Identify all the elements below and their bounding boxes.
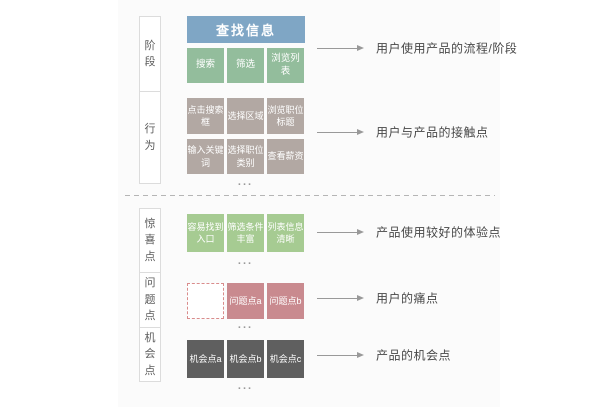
content-background	[118, 0, 500, 407]
arrow-line	[317, 47, 357, 49]
ellipsis-indicator: ...	[237, 176, 254, 188]
dashed-separator	[125, 195, 495, 197]
opportunity-box: 机会点c	[267, 340, 304, 378]
ellipsis-indicator: ...	[237, 319, 254, 331]
behavior-box: 点击搜索框	[187, 98, 224, 134]
surprise-box: 容易找到入口	[187, 214, 224, 252]
behavior-row-2: 输入关键词 选择职位类别 查看薪资	[187, 139, 304, 174]
arrow-head-icon	[357, 352, 364, 358]
stage-box: 浏览列表	[267, 48, 304, 83]
arrow-line	[317, 297, 357, 299]
annotation-text-opportunity: 产品的机会点	[376, 348, 452, 363]
annotation-arrow-surprise	[317, 228, 364, 236]
annotation-arrow-opportunity	[317, 351, 364, 359]
surprise-row: 容易找到入口 筛选条件丰富 列表信息清晰	[187, 214, 304, 252]
ellipsis-indicator: ...	[237, 255, 254, 267]
opportunity-box: 机会点b	[227, 340, 264, 378]
annotation-arrow-behavior	[317, 128, 364, 136]
annotation-arrow-problem	[317, 294, 364, 302]
problem-box: 问题点b	[267, 283, 304, 319]
behavior-box: 选择区域	[227, 98, 264, 134]
problem-box: 问题点a	[227, 283, 264, 319]
annotation-text-problem: 用户的痛点	[376, 291, 439, 306]
arrow-head-icon	[357, 129, 364, 135]
arrow-head-icon	[357, 295, 364, 301]
behavior-box: 选择职位类别	[227, 139, 264, 174]
stage-header-box: 查找信息	[187, 16, 305, 43]
row-label-behavior: 行为	[140, 91, 160, 183]
annotation-text-stage: 用户使用产品的流程/阶段	[376, 41, 518, 56]
surprise-box: 筛选条件丰富	[227, 214, 264, 252]
row-label-group-top: 阶段 行为	[139, 16, 161, 184]
row-label-surprise: 惊喜点	[144, 217, 156, 263]
behavior-box: 输入关键词	[187, 139, 224, 174]
stage-box: 筛选	[227, 48, 264, 83]
row-label-problem: 问题点	[140, 272, 160, 327]
ellipsis-indicator: ...	[237, 380, 254, 392]
row-label-stage: 阶段	[144, 39, 156, 69]
annotation-arrow-stage	[317, 44, 364, 52]
problem-row: 问题点a 问题点b	[187, 283, 304, 319]
annotation-text-surprise: 产品使用较好的体验点	[376, 225, 502, 240]
stage-row: 搜索 筛选 浏览列表	[187, 48, 304, 83]
behavior-row-1: 点击搜索框 选择区域 浏览职位标题	[187, 98, 304, 134]
empty-dashed-box	[187, 283, 224, 319]
behavior-box: 查看薪资	[267, 139, 304, 174]
stage-box: 搜索	[187, 48, 224, 83]
row-label-opportunity: 机会点	[140, 326, 160, 382]
annotation-text-behavior: 用户与产品的接触点	[376, 125, 489, 140]
arrow-head-icon	[357, 229, 364, 235]
arrow-line	[317, 354, 357, 356]
arrow-head-icon	[357, 45, 364, 51]
row-label-group-bottom: 惊喜点 问题点 机会点	[139, 208, 161, 382]
arrow-line	[317, 231, 357, 233]
opportunity-box: 机会点a	[187, 340, 224, 378]
opportunity-row: 机会点a 机会点b 机会点c	[187, 340, 304, 378]
arrow-line	[317, 131, 357, 133]
surprise-box: 列表信息清晰	[267, 214, 304, 252]
behavior-box: 浏览职位标题	[267, 98, 304, 134]
